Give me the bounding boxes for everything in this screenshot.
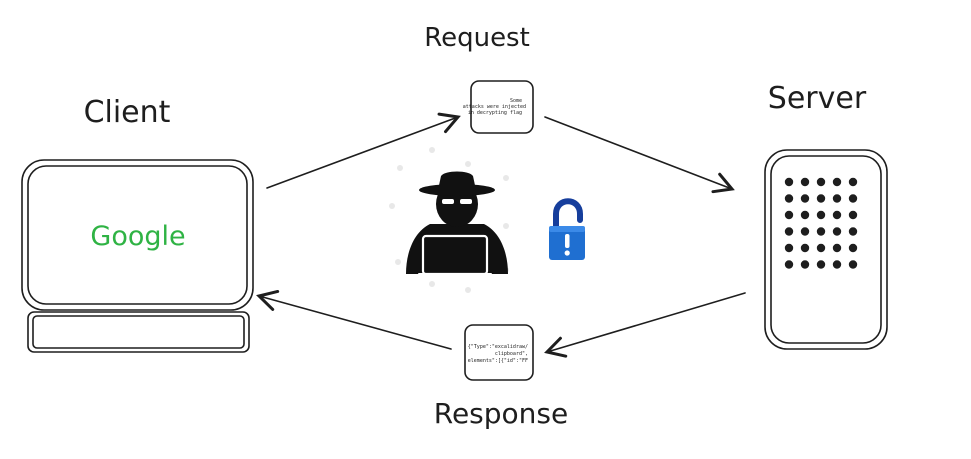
response-note: {"Type":"excalidraw/ clipboard", element… (468, 344, 528, 364)
arrow-server-to-response (544, 292, 746, 358)
server-dot (832, 210, 842, 220)
server-dot (800, 227, 810, 236)
server-dot (848, 177, 858, 187)
server-dot (848, 243, 858, 253)
arrow-client-to-request (266, 112, 461, 189)
client-laptop (21, 159, 254, 353)
server-dot (816, 227, 826, 236)
server-dot (832, 194, 842, 203)
request-label: Request (424, 23, 530, 53)
arrow-response-to-client (256, 289, 452, 350)
server-dot (800, 210, 810, 220)
arrow-request-to-server (544, 116, 735, 194)
server-box (764, 149, 888, 350)
server-dot (848, 194, 858, 203)
response-note-line: elements":[{"id":"FF (468, 358, 528, 364)
server-dot (816, 194, 826, 203)
server-dot (848, 227, 858, 236)
server-dot (816, 243, 826, 253)
server-dot (832, 177, 842, 187)
server-dot (832, 243, 842, 253)
server-dot (800, 260, 810, 269)
server-dot (784, 243, 794, 253)
server-dot (816, 210, 826, 220)
server-label: Server (768, 81, 867, 116)
server-inner (770, 155, 882, 344)
server-dot (816, 260, 826, 269)
request-note-line: attacks were injected (463, 104, 526, 110)
server-dot (800, 177, 810, 187)
server-dot (848, 210, 858, 220)
laptop-screen-outer (21, 159, 254, 311)
server-dot (832, 227, 842, 236)
request-note-line: in decrypting flag (468, 110, 522, 116)
response-label: Response (434, 397, 568, 430)
laptop-screen-inner (27, 165, 248, 305)
server-dot (848, 260, 858, 269)
response-note-line: clipboard", (495, 351, 528, 357)
server-dot (800, 194, 810, 203)
laptop-keyboard-inner (32, 315, 245, 349)
unlocked-padlock-icon (549, 198, 585, 260)
screen-text: Google (90, 221, 185, 252)
hacker-icon (406, 171, 508, 277)
server-vent-dots (784, 177, 858, 269)
server-dot (832, 260, 842, 269)
server-dot (784, 210, 794, 220)
server-dot (784, 177, 794, 187)
server-dot (784, 194, 794, 203)
server-dot (784, 227, 794, 236)
client-label: Client (84, 95, 171, 130)
response-packet (464, 324, 534, 381)
server-dot (784, 260, 794, 269)
request-packet (470, 80, 534, 134)
response-note-line: {"Type":"excalidraw/ (468, 344, 528, 350)
request-note-line: Some (510, 98, 522, 104)
server-dot (816, 177, 826, 187)
laptop-keyboard (27, 311, 250, 353)
request-note: Some attacks were injected in decrypting… (463, 98, 526, 116)
server-dot (800, 243, 810, 253)
server-outer (764, 149, 888, 350)
